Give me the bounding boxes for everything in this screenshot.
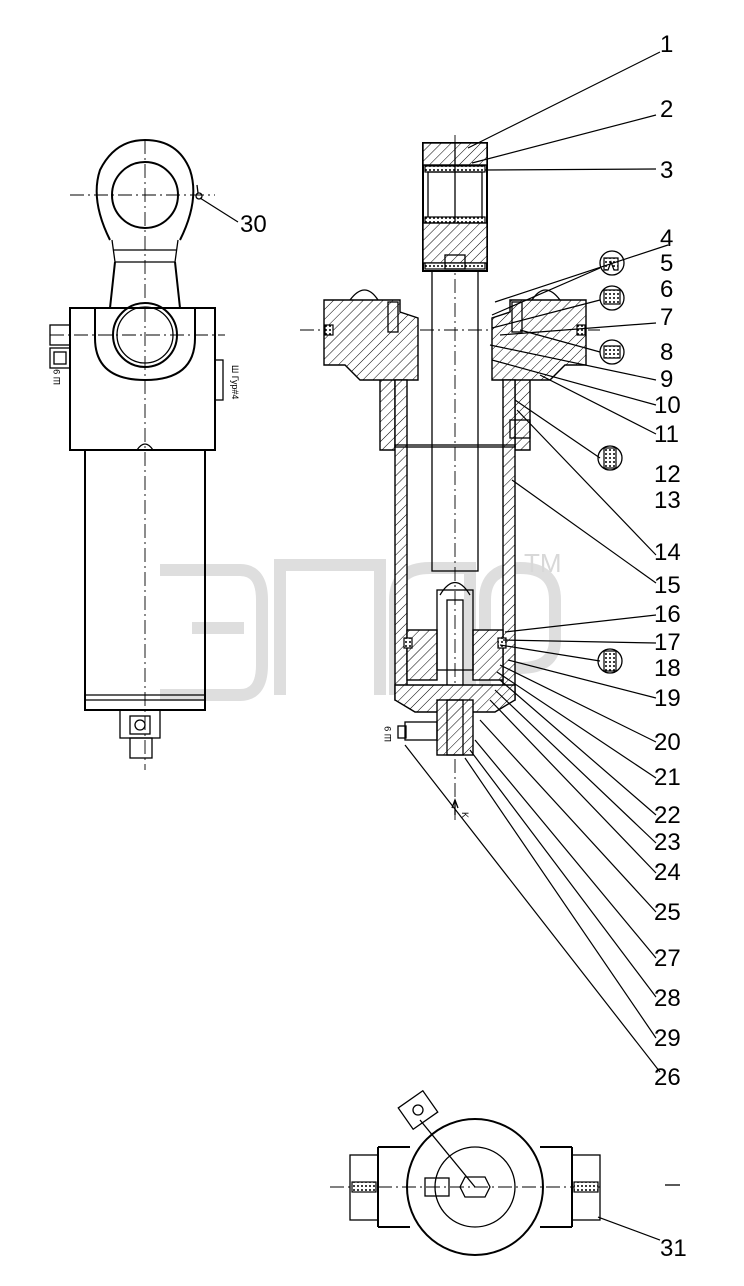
part-label-4: 4 (660, 225, 673, 252)
part-label-25: 25 (654, 899, 681, 926)
part-label-26: 26 (654, 1064, 681, 1091)
cylinder-bottom-view (330, 1089, 680, 1256)
cylinder-side-view: Ш 9 Ш Гур#4 (49, 138, 240, 770)
part-label-2: 2 (660, 96, 673, 123)
watermark-trademark: TM (524, 548, 562, 578)
seal-detail-icons (597, 250, 625, 674)
part-label-5: 5 (660, 250, 673, 277)
part-label-13: 13 (654, 487, 681, 514)
part-label-11: 11 (654, 421, 679, 448)
part-label-24: 24 (654, 859, 681, 886)
part-label-20: 20 (654, 729, 681, 756)
part-label-14: 14 (654, 539, 681, 566)
part-label-8: 8 (660, 339, 673, 366)
part-label-18: 18 (654, 655, 681, 682)
leader-lines (199, 51, 669, 1241)
svg-text:Ш 9: Ш 9 (383, 726, 393, 742)
part-label-27: 27 (654, 945, 681, 972)
part-label-1: 1 (660, 31, 673, 58)
part-label-12: 12 (654, 461, 681, 488)
part-label-28: 28 (654, 985, 681, 1012)
svg-text:Ш Гур#4: Ш Гур#4 (230, 365, 240, 399)
part-label-17: 17 (654, 629, 681, 656)
cylinder-section-view: Ш 9 K (300, 135, 600, 820)
part-label-30: 30 (240, 211, 267, 238)
part-label-10: 10 (654, 392, 681, 419)
part-label-9: 9 (660, 366, 673, 393)
part-label-16: 16 (654, 601, 681, 628)
section-marker-k: K (460, 812, 470, 818)
svg-text:Ш 9: Ш 9 (52, 369, 62, 385)
part-label-22: 22 (654, 802, 681, 829)
part-label-7: 7 (660, 304, 673, 331)
part-label-31: 31 (660, 1235, 687, 1262)
part-label-29: 29 (654, 1025, 681, 1052)
part-label-15: 15 (654, 572, 681, 599)
part-label-6: 6 (660, 276, 673, 303)
part-label-23: 23 (654, 829, 681, 856)
part-label-21: 21 (654, 764, 681, 791)
part-label-19: 19 (654, 685, 681, 712)
part-label-3: 3 (660, 157, 673, 184)
part-labels: 1 2 3 4 5 6 7 8 9 10 11 12 13 14 15 16 1… (240, 31, 687, 1262)
